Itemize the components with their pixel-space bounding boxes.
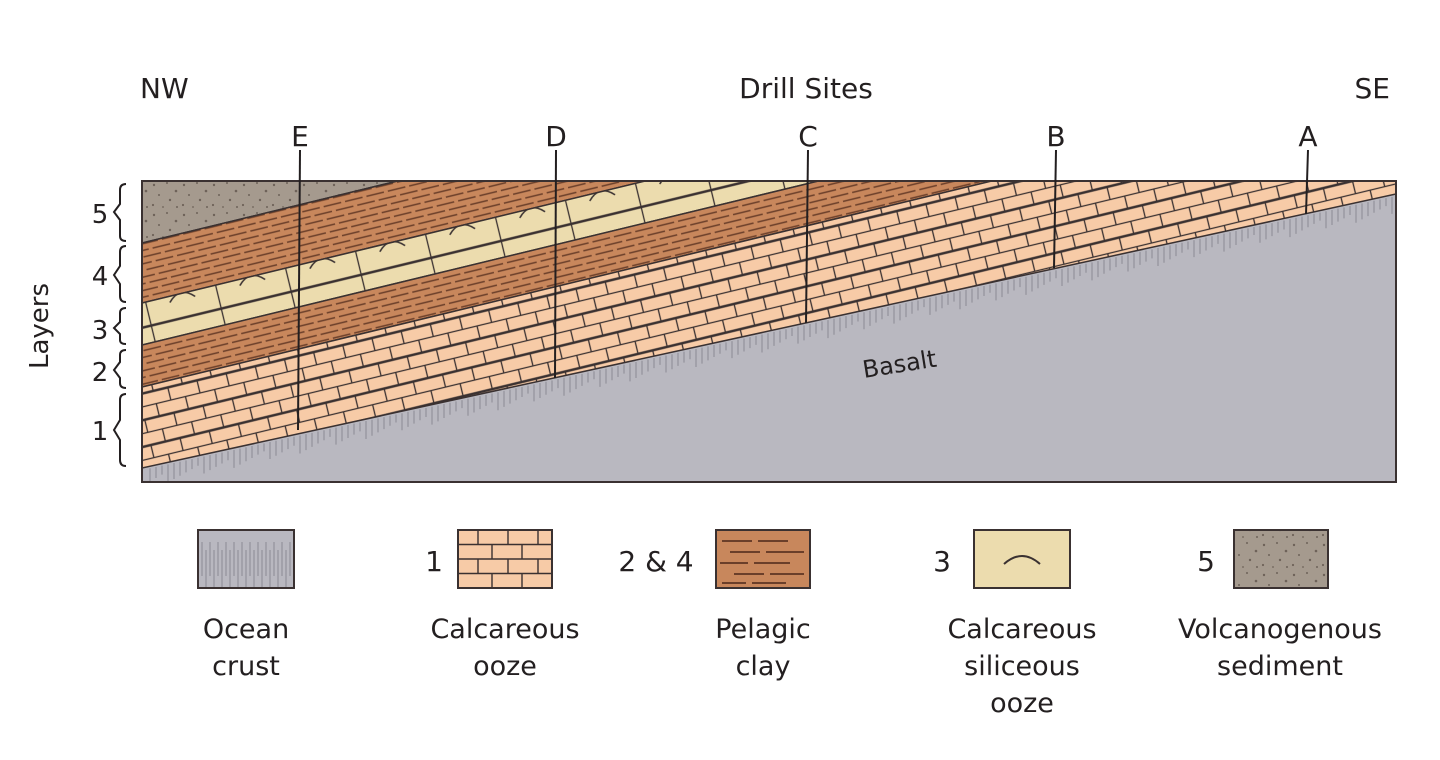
site-label-e: E <box>291 120 309 153</box>
legend-number-calcareous-ooze: 1 <box>425 545 443 578</box>
site-label-a: A <box>1298 120 1317 153</box>
site-label-d: D <box>545 120 567 153</box>
drill-site-lines <box>297 149 1309 431</box>
legend-label-ocean-crust-line1: Ocean <box>203 614 289 645</box>
layer-number-1: 1 <box>92 417 109 447</box>
layer-numbers: 5 4 3 2 1 <box>92 200 109 447</box>
brace-layer-4 <box>112 245 127 303</box>
drill-line-c <box>805 149 809 324</box>
legend-label-ocean-crust-line2: crust <box>212 651 280 682</box>
legend-number-pelagic-clay: 2 & 4 <box>618 545 693 578</box>
legend-label-pelagic-clay-line1: Pelagic <box>715 614 810 645</box>
brace-layer-3 <box>112 307 127 345</box>
legend: Ocean crust 1 Calcareous ooze 2 & 4 Pela… <box>197 529 1382 719</box>
layer-number-2: 2 <box>92 358 109 388</box>
legend-label-volcanogenous-line1: Volcanogenous <box>1178 614 1382 645</box>
legend-label-calcareous-ooze-line1: Calcareous <box>430 614 579 645</box>
layer-number-5: 5 <box>92 200 109 230</box>
se-direction-label: SE <box>1355 72 1390 105</box>
legend-label-calcareous-ooze-line2: ooze <box>473 651 537 682</box>
basalt-surface-hatch <box>149 196 1393 482</box>
legend-swatch-calcareous-ooze <box>457 529 553 589</box>
legend-label-pelagic-clay-line2: clay <box>736 651 791 682</box>
legend-swatch-pelagic-clay <box>715 529 811 589</box>
drill-site-labels: E D C B A <box>291 120 1317 153</box>
brace-layer-5 <box>112 183 127 242</box>
legend-label-siliceous-ooze-line3: ooze <box>990 688 1054 719</box>
legend-label-volcanogenous-line2: sediment <box>1217 651 1343 682</box>
volcanogenous-sediment-layer <box>142 181 1396 244</box>
layer-number-3: 3 <box>92 316 109 346</box>
legend-number-volcanogenous: 5 <box>1197 545 1215 578</box>
cross-section-frame <box>141 180 1397 483</box>
drill-line-e <box>297 149 301 431</box>
drill-line-a <box>1305 149 1309 215</box>
calcareous-ooze-layer <box>142 181 1396 469</box>
drill-line-b <box>1053 149 1057 269</box>
legend-label-siliceous-ooze-line1: Calcareous <box>947 614 1096 645</box>
legend-label-siliceous-ooze-line2: siliceous <box>964 651 1080 682</box>
legend-swatch-ocean-crust <box>197 529 295 589</box>
brace-layer-2 <box>112 349 127 389</box>
drill-sites-title: Drill Sites <box>739 72 873 105</box>
cross-section <box>142 181 1396 482</box>
site-label-b: B <box>1046 120 1065 153</box>
site-label-c: C <box>798 120 818 153</box>
nw-direction-label: NW <box>140 72 189 105</box>
layer-scale <box>112 183 127 467</box>
layers-axis-label: Layers <box>25 283 55 369</box>
brace-layer-1 <box>112 393 127 467</box>
drill-line-d <box>554 149 557 379</box>
legend-swatch-volcanogenous <box>1233 529 1329 589</box>
legend-number-siliceous-ooze: 3 <box>933 545 951 578</box>
layer-number-4: 4 <box>92 262 109 292</box>
legend-swatch-siliceous-ooze <box>973 529 1071 589</box>
